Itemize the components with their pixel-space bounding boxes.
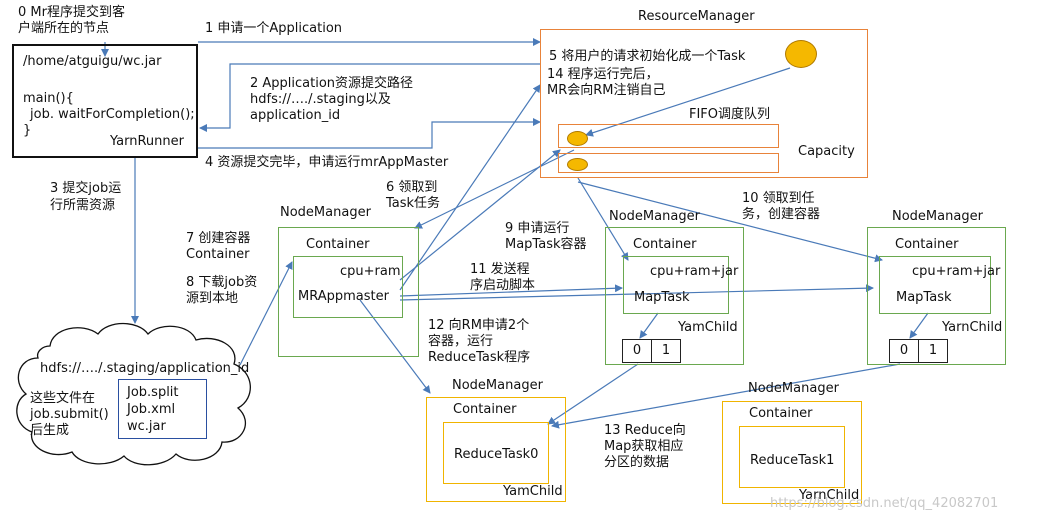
nm-reduce0-container: ReduceTask0	[443, 422, 549, 484]
arrow-step6	[414, 149, 575, 229]
arrow-step2	[199, 63, 540, 132]
code-close: }	[23, 123, 32, 138]
nm-map2-box: Container cpu+ram+jar MapTask YarnChild …	[867, 227, 1006, 365]
code-main: main(){	[23, 91, 74, 106]
nm-map1-container: cpu+ram+jar MapTask	[623, 256, 738, 314]
arrow-step14	[399, 84, 541, 291]
reduce-task-0: ReduceTask0	[454, 447, 539, 462]
yarn-runner: YarnRunner	[110, 134, 184, 149]
nm-reduce0-container-label: Container	[453, 402, 517, 417]
step12-label: 12 向RM申请2个 容器，运行 ReduceTask程序	[428, 318, 531, 365]
arrow-step11-a	[399, 284, 623, 297]
nm-reduce0-box: Container ReduceTask0 YamChild	[426, 397, 566, 502]
step8-label: 8 下载job资 源到本地	[186, 275, 258, 306]
nm-master-resources: cpu+ram	[340, 264, 401, 279]
resource-manager-title: ResourceManager	[638, 9, 755, 24]
arrow-step13-b	[551, 363, 901, 429]
client-node-label: 0 Mr程序提交到客 户端所在的节点	[18, 5, 125, 36]
nm-master-title: NodeManager	[280, 205, 371, 220]
nm-map2-maptask: MapTask	[896, 290, 952, 305]
nm-map2-child: YarnChild	[942, 320, 1003, 335]
arrow-step5	[585, 67, 791, 137]
resource-manager-box: 5 将用户的请求初始化成一个Task 14 程序运行完后， MR会向RM注销自己…	[540, 29, 868, 178]
step7-label: 7 创建容器 Container	[186, 231, 251, 262]
arrow-step13-a	[547, 363, 639, 425]
nm-master-box: Container cpu+ram MRAppmaster	[278, 227, 419, 357]
fifo-label: FIFO调度队列	[689, 107, 771, 122]
step13-label: 13 Reduce向 Map获取相应 分区的数据	[604, 423, 686, 470]
nm-map1-title: NodeManager	[609, 209, 700, 224]
jar-path: /home/atguigu/wc.jar	[23, 54, 162, 69]
nm-reduce1-container: ReduceTask1	[739, 426, 845, 488]
nm-map1-resources: cpu+ram+jar	[650, 264, 739, 279]
step10-label: 10 领取到任 务，创建容器	[742, 191, 821, 222]
step6-label: 6 领取到 Task任务	[386, 180, 441, 211]
code-wait: job. waitForCompletion();	[30, 107, 195, 122]
nm-map1-maptask: MapTask	[634, 290, 690, 305]
arrow-step10-b	[577, 181, 883, 263]
nm-map2-container: cpu+ram+jar MapTask	[879, 256, 1000, 314]
nm-map2-partition-1: 1	[918, 339, 948, 363]
nm-master-container: cpu+ram MRAppmaster	[293, 256, 403, 318]
step14-label: 14 程序运行完后， MR会向RM注销自己	[547, 67, 666, 98]
arrow-step12	[359, 299, 431, 394]
hdfs-cloud	[16, 322, 251, 466]
nm-map2-container-label: Container	[895, 237, 959, 252]
step5-label: 5 将用户的请求初始化成一个Task	[549, 49, 746, 64]
capacity-task-token	[567, 158, 588, 171]
nm-reduce0-title: NodeManager	[452, 378, 543, 393]
nm-map1-child: YamChild	[678, 320, 738, 335]
nm-map1-container-label: Container	[633, 237, 697, 252]
hdfs-note: 这些文件在 job.submit() 后生成	[30, 391, 109, 438]
arrow-step9	[399, 149, 561, 281]
step1-label: 1 申请一个Application	[205, 21, 343, 36]
client-box: /home/atguigu/wc.jar main(){ job. waitFo…	[12, 44, 198, 158]
step2-label: 2 Application资源提交路径 hdfs://…./.staging以及…	[250, 76, 414, 123]
step9-label: 9 申请运行 MapTask容器	[505, 221, 587, 252]
watermark: https://blog.csdn.net/qq_42082701	[770, 496, 999, 511]
step4-label: 4 资源提交完毕，申请运行mrAppMaster	[205, 155, 449, 170]
nm-map2-title: NodeManager	[892, 209, 983, 224]
nm-map1-box: Container cpu+ram+jar MapTask YamChild 0…	[605, 227, 744, 365]
arrow-step11-b	[399, 284, 874, 301]
arrow-step10-a	[577, 177, 629, 261]
job-files-box: Job.split Job.xml wc.jar	[118, 379, 207, 439]
mr-appmaster: MRAppmaster	[298, 289, 389, 304]
nm-reduce0-child: YamChild	[503, 484, 563, 499]
nm-reduce1-title: NodeManager	[748, 381, 839, 396]
hdfs-path: hdfs://…./.staging/application_id	[40, 361, 250, 376]
nm-map1-partition-1: 1	[651, 339, 681, 363]
nm-reduce1-child: YarnChild	[799, 488, 860, 503]
nm-reduce1-box: Container ReduceTask1 YarnChild	[722, 401, 862, 504]
step11-label: 11 发送程 序启动脚本	[470, 262, 536, 293]
step3-label: 3 提交job运 行所需资源	[50, 181, 122, 213]
nm-map2-partition-0: 0	[889, 339, 919, 363]
reduce-task-1: ReduceTask1	[750, 453, 835, 468]
arrow-map1-output	[639, 312, 659, 339]
fifo-queue	[558, 124, 779, 148]
user-request-token	[785, 40, 817, 68]
arrow-map2-output	[909, 312, 929, 339]
nm-reduce1-container-label: Container	[749, 406, 813, 421]
queued-task-token	[567, 131, 588, 146]
capacity-queue	[558, 153, 779, 173]
nm-master-container-label: Container	[306, 237, 370, 252]
nm-map2-resources: cpu+ram+jar	[912, 264, 1001, 279]
arrow-step8	[239, 261, 293, 366]
job-files-list: Job.split Job.xml wc.jar	[127, 385, 179, 434]
capacity-label: Capacity	[798, 144, 855, 159]
arrow-step4	[198, 118, 541, 149]
nm-map1-partition-0: 0	[622, 339, 652, 363]
